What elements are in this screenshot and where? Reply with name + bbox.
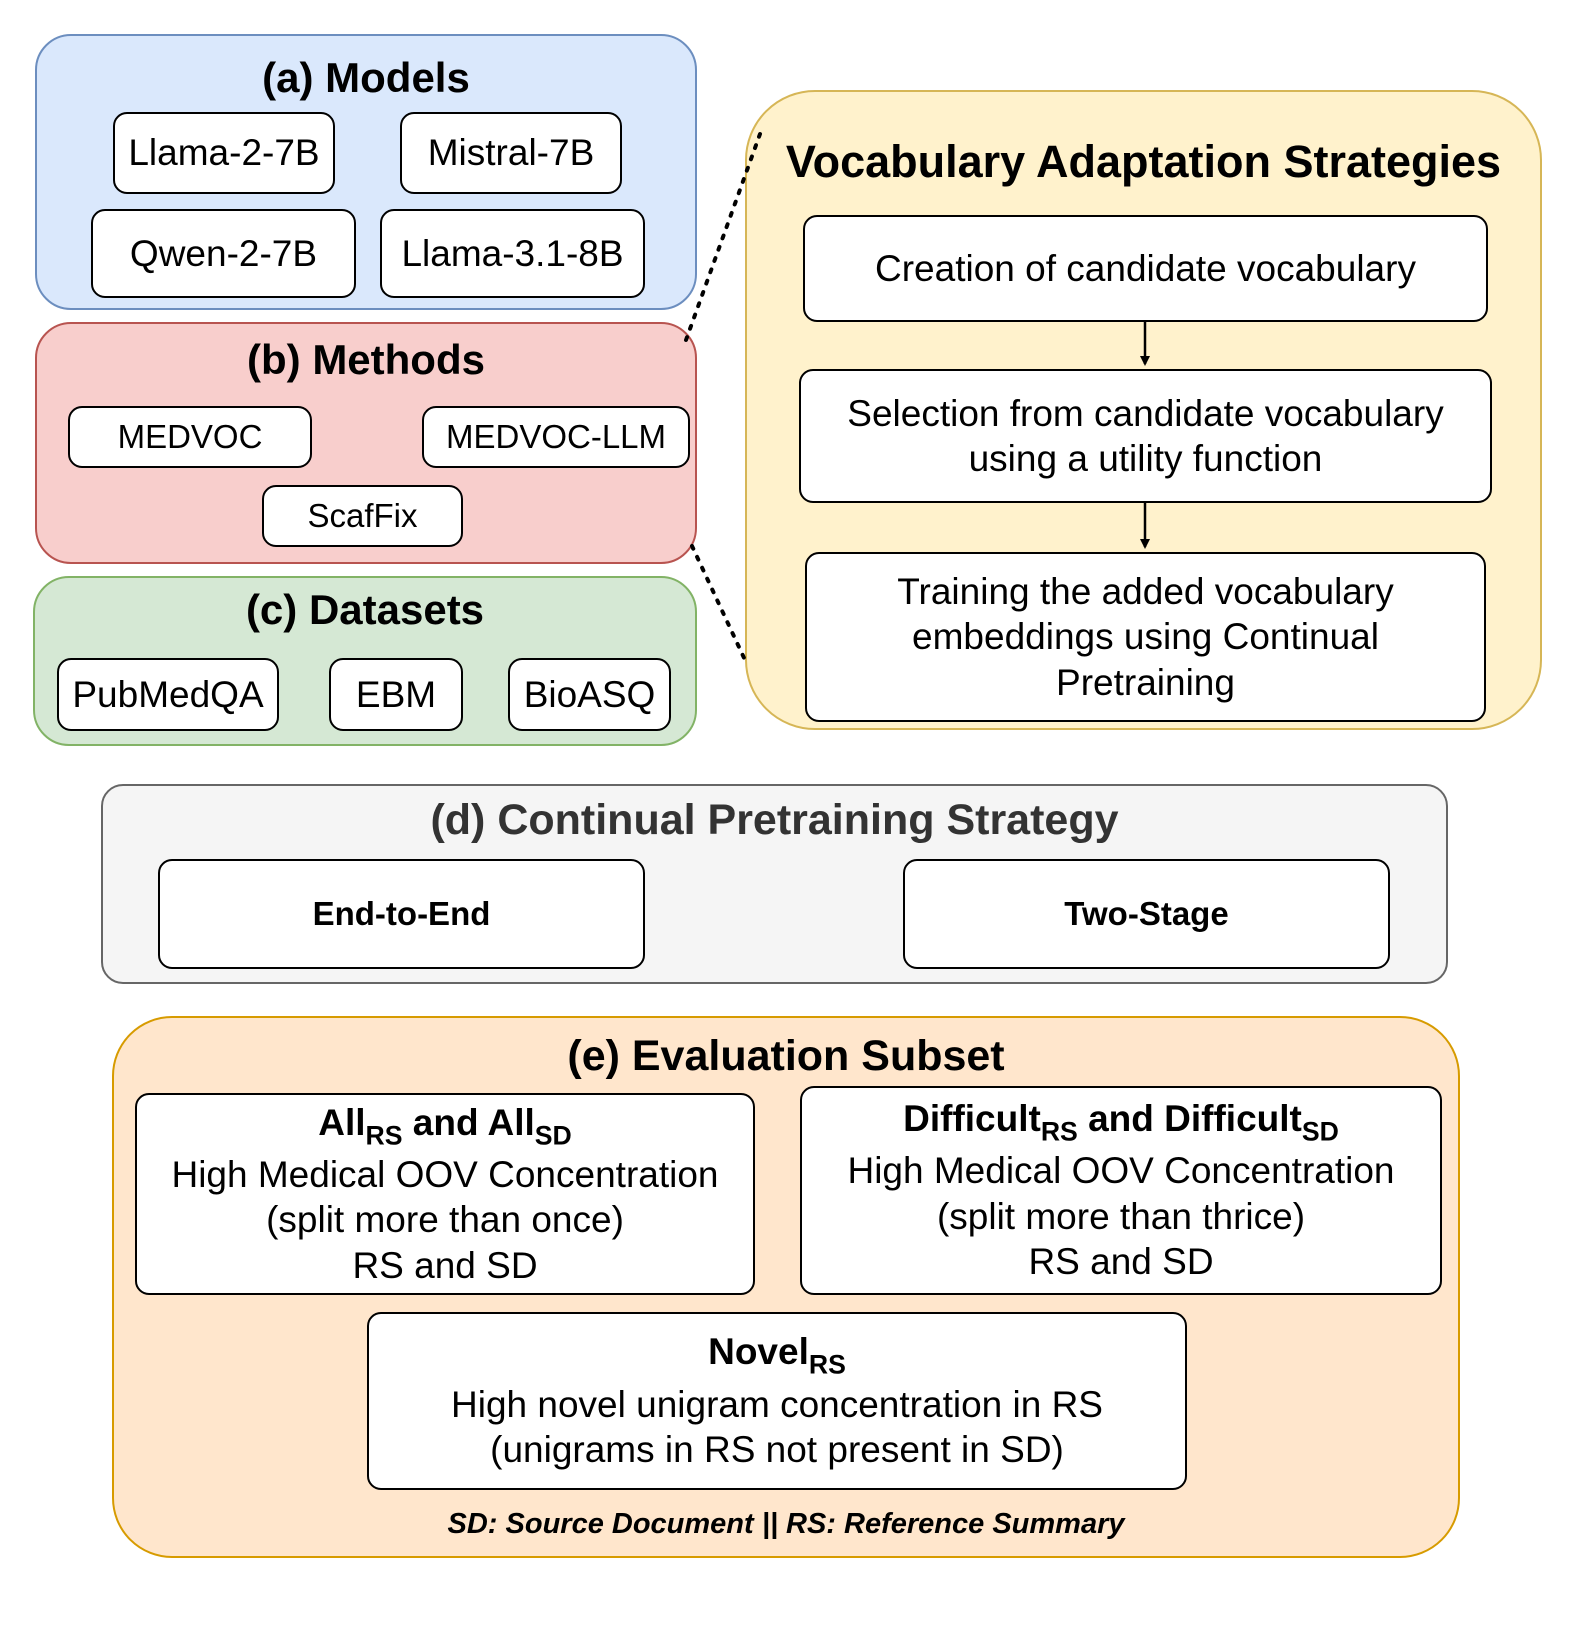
pretraining-two-stage-label: Two-Stage	[1064, 895, 1229, 932]
vocab-step-training: Training the added vocabulary embeddings…	[805, 552, 1486, 722]
vocab-step-creation: Creation of candidate vocabulary	[803, 215, 1488, 322]
model-box-llama31: Llama-3.1-8B	[380, 209, 645, 298]
evaluation-all-heading: AllRS and AllSD	[318, 1100, 572, 1152]
methods-title: (b) Methods	[247, 336, 485, 383]
datasets-title: (c) Datasets	[245, 586, 485, 633]
pretraining-panel: (d) Continual Pretraining Strategy End-t…	[101, 784, 1448, 984]
evaluation-difficult-t1: Difficult	[903, 1098, 1041, 1140]
evaluation-difficult-t2: and Difficult	[1077, 1098, 1302, 1140]
evaluation-difficult-line1: High Medical OOV Concentration	[847, 1150, 1395, 1192]
pretraining-two-stage-box: Two-Stage	[903, 859, 1390, 969]
model-box-qwen: Qwen-2-7B	[91, 209, 356, 298]
evaluation-difficult-s1: RS	[1040, 1116, 1078, 1147]
method-box-medvoc: MEDVOC	[68, 406, 312, 468]
evaluation-title: (e) Evaluation Subset	[567, 1032, 1005, 1080]
dataset-box-ebm: EBM	[329, 658, 463, 731]
model-box-llama2: Llama-2-7B	[113, 112, 335, 194]
evaluation-difficult-line2: (split more than thrice)	[936, 1195, 1306, 1237]
evaluation-novel-line1: High novel unigram concentration in RS	[451, 1383, 1103, 1425]
evaluation-novel-t1: Novel	[708, 1331, 809, 1373]
vocab-step-selection-line1: Selection from candidate vocabulary	[847, 392, 1444, 434]
pretraining-end-to-end-label: End-to-End	[312, 895, 491, 932]
methods-panel: (b) Methods MEDVOC MEDVOC-LLM ScafFix	[35, 322, 697, 564]
vocab-step-selection-line2: using a utility function	[968, 438, 1323, 479]
evaluation-panel: (e) Evaluation Subset AllRS and AllSD Hi…	[112, 1016, 1460, 1558]
vocab-title: Vocabulary Adaptation Strategies	[785, 136, 1502, 187]
vocab-step-training-line2: embeddings using Continual	[912, 616, 1379, 658]
evaluation-novel-box: NovelRS High novel unigram concentration…	[367, 1312, 1187, 1490]
pretraining-end-to-end-box: End-to-End	[158, 859, 645, 969]
model-box-mistral: Mistral-7B	[400, 112, 622, 194]
dataset-box-bioasq: BioASQ	[508, 658, 671, 731]
models-panel: (a) Models Llama-2-7B Mistral-7B Qwen-2-…	[35, 34, 697, 310]
evaluation-novel-line2: (unigrams in RS not present in SD)	[490, 1429, 1064, 1471]
evaluation-difficult-line3: RS and SD	[1028, 1241, 1214, 1283]
vocab-step-training-line1: Training the added vocabulary	[897, 570, 1394, 612]
evaluation-difficult-box: DifficultRS and DifficultSD High Medical…	[800, 1086, 1442, 1295]
evaluation-all-s2: SD	[534, 1120, 572, 1151]
vocab-step-selection: Selection from candidate vocabulary usin…	[799, 369, 1492, 503]
vocab-panel: Vocabulary Adaptation Strategies Creatio…	[745, 90, 1542, 730]
zoom-line-bottom	[690, 544, 747, 662]
evaluation-all-t2: and All	[402, 1101, 535, 1143]
evaluation-difficult-heading: DifficultRS and DifficultSD	[903, 1096, 1339, 1148]
evaluation-footnote: SD: Source Document || RS: Reference Sum…	[447, 1508, 1125, 1540]
evaluation-novel-heading: NovelRS	[708, 1329, 846, 1381]
models-title: (a) Models	[262, 54, 470, 101]
evaluation-all-box: AllRS and AllSD High Medical OOV Concent…	[135, 1093, 755, 1295]
evaluation-all-line2: (split more than once)	[266, 1199, 624, 1241]
evaluation-novel-s1: RS	[808, 1349, 846, 1380]
vocab-step-creation-text: Creation of candidate vocabulary	[875, 247, 1416, 289]
vocab-step-training-line3: Pretraining	[1056, 661, 1235, 703]
datasets-panel: (c) Datasets PubMedQA EBM BioASQ	[33, 576, 697, 746]
method-box-scaffix: ScafFix	[262, 485, 463, 547]
evaluation-all-line1: High Medical OOV Concentration	[171, 1153, 719, 1195]
evaluation-all-line3: RS and SD	[352, 1244, 538, 1286]
evaluation-all-s1: RS	[365, 1120, 403, 1151]
pretraining-title: (d) Continual Pretraining Strategy	[430, 796, 1119, 844]
dataset-box-pubmedqa: PubMedQA	[57, 658, 279, 731]
evaluation-all-t1: All	[318, 1101, 366, 1143]
evaluation-difficult-s2: SD	[1301, 1116, 1339, 1147]
method-box-medvoc-llm: MEDVOC-LLM	[422, 406, 690, 468]
